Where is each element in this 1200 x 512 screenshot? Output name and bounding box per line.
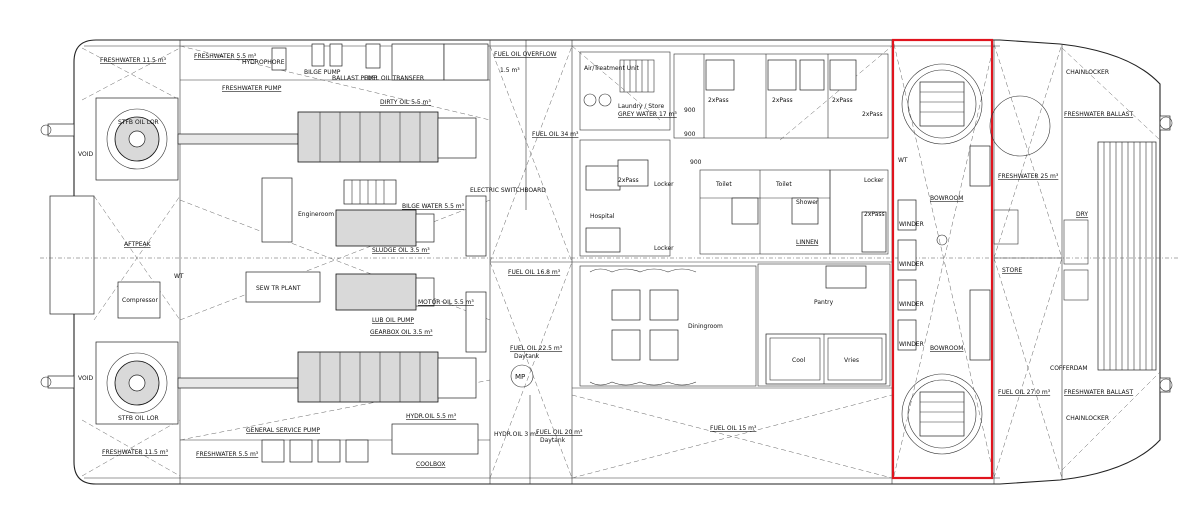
label-winder3: WINDER <box>899 301 924 308</box>
label-twopass-right-top: 2xPass <box>862 111 883 118</box>
label-stfb-bot: STFB OIL LOR <box>118 415 159 422</box>
label-cool: Cool <box>792 357 806 364</box>
label-locker1: Locker <box>654 181 674 188</box>
label-hospital: Hospital <box>590 213 615 220</box>
label-stfb-top: STFB OIL LOR <box>118 119 159 126</box>
label-winder2: WINDER <box>899 261 924 268</box>
label-laundry: Laundry / Store <box>618 103 664 110</box>
label-ballast-pump: BALLAST PUMP <box>332 75 378 82</box>
label-toilet1: Toilet <box>715 181 732 188</box>
label-aftpeak: AFTPEAK <box>124 241 152 248</box>
label-daytank2: Daytank <box>540 437 566 444</box>
label-compressor: Compressor <box>122 297 158 304</box>
label-chainlocker-bot: CHAINLOCKER <box>1066 415 1109 422</box>
engine-room <box>95 43 534 463</box>
label-locker2: Locker <box>654 245 674 252</box>
label-bilge-water: BILGE WATER 5.5 m³ <box>402 203 465 210</box>
label-winder4: WINDER <box>899 341 924 348</box>
forward-area <box>989 95 1089 301</box>
label-twopass-left: 2xPass <box>618 177 639 184</box>
label-dim900b: 900 <box>684 131 696 138</box>
label-locker3: Locker <box>864 177 884 184</box>
label-vries: Vries <box>844 357 859 364</box>
label-shower: Shower <box>796 199 819 206</box>
label-twopass3: 2xPass <box>832 97 853 104</box>
label-freshwater-pump: FRESHWATER PUMP <box>222 85 282 92</box>
label-fuel-oil-22: FUEL OIL 22.5 m³ <box>510 345 563 352</box>
label-fuel-oil-15: FUEL OIL 15 m³ <box>710 425 757 432</box>
label-overflow-val: 1.5 m³ <box>500 67 520 74</box>
label-dim900a: 900 <box>684 107 696 114</box>
label-freshwater-ballast-bot: FRESHWATER BALLAST <box>1064 389 1133 396</box>
label-cofferdam: COFFERDAM <box>1050 365 1088 372</box>
label-hydr-oil-3: HYDR.OIL 3 m³ <box>494 431 539 438</box>
label-toilet2: Toilet <box>775 181 792 188</box>
label-fuel-oil-16: FUEL OIL 16.8 m³ <box>508 269 561 276</box>
label-sludge: SLUDGE OIL 3.5 m³ <box>372 247 430 254</box>
label-daytank: Daytank <box>514 353 540 360</box>
label-dim900c: 900 <box>690 159 702 166</box>
anchor-icon <box>936 234 948 246</box>
label-motor-oil: MOTOR OIL 5.5 m³ <box>418 299 474 306</box>
label-fuel-oil-transfer: FUEL OIL TRANSFER <box>364 75 424 82</box>
labels: FRESHWATER 11.5 m³ FRESHWATER 5.5 m³ HYD… <box>78 51 1133 468</box>
label-freshwater-tl: FRESHWATER 11.5 m³ <box>100 57 167 64</box>
label-dry: DRY <box>1076 211 1088 218</box>
accommodation <box>579 51 891 387</box>
label-mp: MP <box>515 373 525 381</box>
bowroom <box>891 38 994 480</box>
label-bowroom-bot: BOWROOM <box>930 345 963 352</box>
label-freshwater-ballast-top: FRESHWATER BALLAST <box>1064 111 1133 118</box>
label-fuel-oil-27: FUEL OIL 27.0 m³ <box>998 389 1051 396</box>
label-general-service-pump: GENERAL SERVICE PUMP <box>246 427 320 434</box>
label-elec-switchboard: ELECTRIC SWITCHBOARD <box>470 187 546 194</box>
label-wt1: WT <box>898 157 908 164</box>
label-twopass-right: 2xPass <box>864 211 885 218</box>
label-fuel-oil-overflow: FUEL OIL OVERFLOW <box>494 51 557 58</box>
label-dirty-oil: DIRTY OIL 5.5 m³ <box>380 99 431 106</box>
label-fuel-oil-34: FUEL OIL 34 m³ <box>532 131 579 138</box>
label-hydr-oil-55: HYDR.OIL 5.5 m³ <box>406 413 457 420</box>
label-diningroom: Diningroom <box>688 323 723 330</box>
label-winder1: WINDER <box>899 221 924 228</box>
label-linnen: LINNEN <box>796 239 818 246</box>
highlight-box <box>891 38 994 480</box>
label-chainlocker-top: CHAINLOCKER <box>1066 69 1109 76</box>
label-hydrophore: HYDROPHORE <box>242 59 285 66</box>
label-grey-water: GREY WATER 17 m³ <box>618 111 677 118</box>
label-freshwater-b2: FRESHWATER 5.5 m³ <box>196 451 259 458</box>
label-coolbox: COOLBOX <box>416 461 445 468</box>
label-fuel-oil-20: FUEL OIL 20 m³ <box>536 429 583 436</box>
label-twopass2: 2xPass <box>772 97 793 104</box>
label-store: STORE <box>1002 267 1022 274</box>
label-treatment: Air/Treatment Unit <box>584 65 640 72</box>
label-bowroom-top: BOWROOM <box>930 195 963 202</box>
label-lub-oil-pump: LUB OIL PUMP <box>372 317 414 324</box>
hull-outline <box>40 39 1180 485</box>
label-void-top: VOID <box>78 151 93 158</box>
label-pantry: Pantry <box>814 299 834 306</box>
label-freshwater-t2: FRESHWATER 5.5 m³ <box>194 53 257 60</box>
label-gearbox-oil: GEARBOX OIL 3.5 m³ <box>370 329 433 336</box>
label-engineroom: Engineroom <box>298 211 334 218</box>
label-freshwater-bl: FRESHWATER 11.5 m³ <box>102 449 169 456</box>
label-wt2: WT <box>174 273 184 280</box>
label-sew-plant: SEW TR PLANT <box>256 285 301 292</box>
label-void-bot: VOID <box>78 375 93 382</box>
label-bilge-pump: BILGE PUMP <box>304 69 341 76</box>
label-twopass1: 2xPass <box>708 97 729 104</box>
label-freshwater-25: FRESHWATER 25 m³ <box>998 173 1059 180</box>
